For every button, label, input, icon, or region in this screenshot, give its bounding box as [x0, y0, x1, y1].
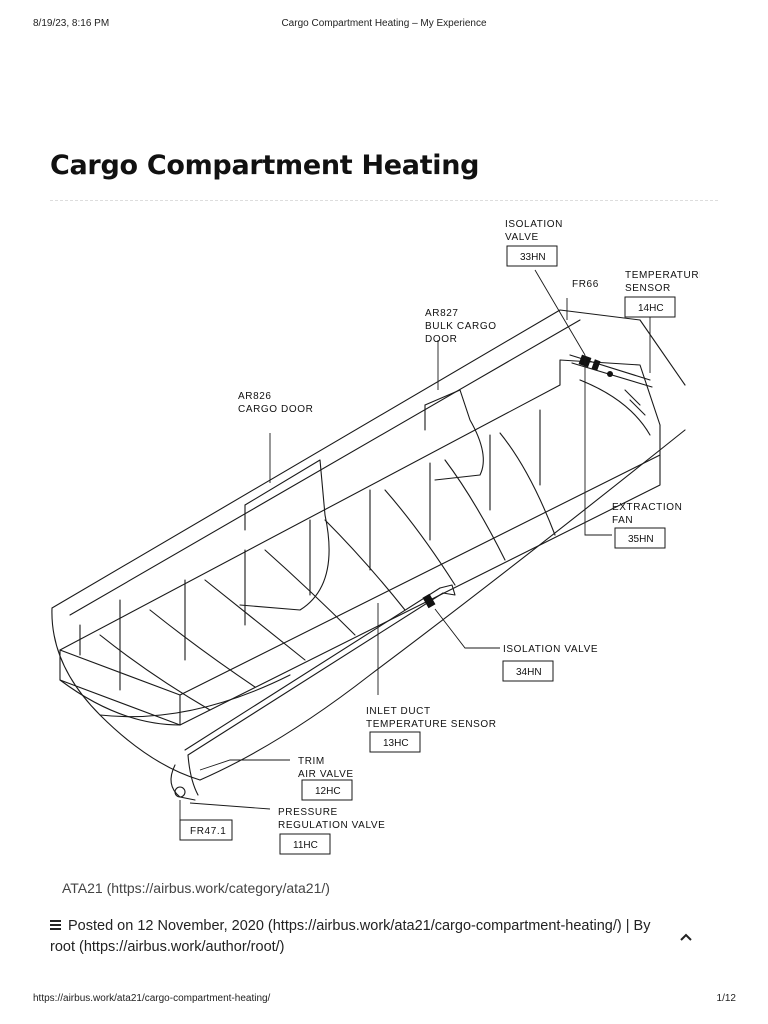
label-extraction-fan: EXTRACTION [612, 502, 682, 513]
post-meta: Posted on 12 November, 2020 (https://air… [50, 916, 710, 958]
print-footer-url: https://airbus.work/ata21/cargo-compartm… [33, 993, 271, 1004]
chevron-up-icon[interactable] [679, 930, 693, 944]
code-34hn: 34HN [516, 667, 542, 678]
label-trim: TRIM [298, 756, 325, 767]
menu-icon [50, 916, 62, 937]
code-12hc: 12HC [315, 786, 341, 797]
label-ar827: AR827 [425, 308, 459, 319]
label-isolation-valve-top: ISOLATION [505, 219, 563, 230]
label-temperature-sensor-2: SENSOR [625, 283, 671, 294]
label-inlet-duct: INLET DUCT [366, 706, 431, 717]
post-meta-line1[interactable]: Posted on 12 November, 2020 (https://air… [68, 918, 651, 934]
label-fr47: FR47.1 [190, 826, 226, 837]
code-boxes [179, 245, 676, 855]
print-datetime: 8/19/23, 8:16 PM [33, 18, 110, 29]
category-link[interactable]: ATA21 (https://airbus.work/category/ata2… [62, 880, 330, 896]
label-regulation-valve: REGULATION VALVE [278, 820, 385, 831]
print-doc-title: Cargo Compartment Heating – My Experienc… [281, 18, 487, 29]
label-door: DOOR [425, 334, 457, 345]
label-cargo-door: CARGO DOOR [238, 404, 313, 415]
label-pressure: PRESSURE [278, 807, 338, 818]
title-divider [50, 200, 718, 201]
leader-lines [179, 269, 651, 840]
code-14hc: 14HC [638, 303, 664, 314]
cargo-heating-diagram: ISOLATION VALVE 33HN FR66 TEMPERATURE SE… [51, 219, 700, 855]
label-fan: FAN [612, 515, 633, 526]
page-title: Cargo Compartment Heating [50, 150, 480, 181]
post-meta-author[interactable]: root (https://airbus.work/author/root/) [50, 939, 285, 955]
label-inlet-temperature-sensor: TEMPERATURE SENSOR [366, 719, 497, 730]
fuselage-drawing [51, 309, 686, 801]
code-11hc: 11HC [293, 840, 318, 851]
label-bulk-cargo: BULK CARGO [425, 321, 497, 332]
code-33hn: 33HN [520, 252, 546, 263]
code-35hn: 35HN [628, 534, 654, 545]
print-page-number: 1/12 [716, 993, 736, 1004]
label-isolation-valve: ISOLATION VALVE [503, 644, 598, 655]
label-fr66: FR66 [572, 279, 599, 290]
label-isolation-valve-top-2: VALVE [505, 232, 539, 243]
label-air-valve: AIR VALVE [298, 769, 354, 780]
label-temperature-sensor: TEMPERATURE [625, 270, 700, 281]
code-13hc: 13HC [383, 738, 409, 749]
label-ar826: AR826 [238, 391, 272, 402]
valve-marks [422, 354, 613, 609]
